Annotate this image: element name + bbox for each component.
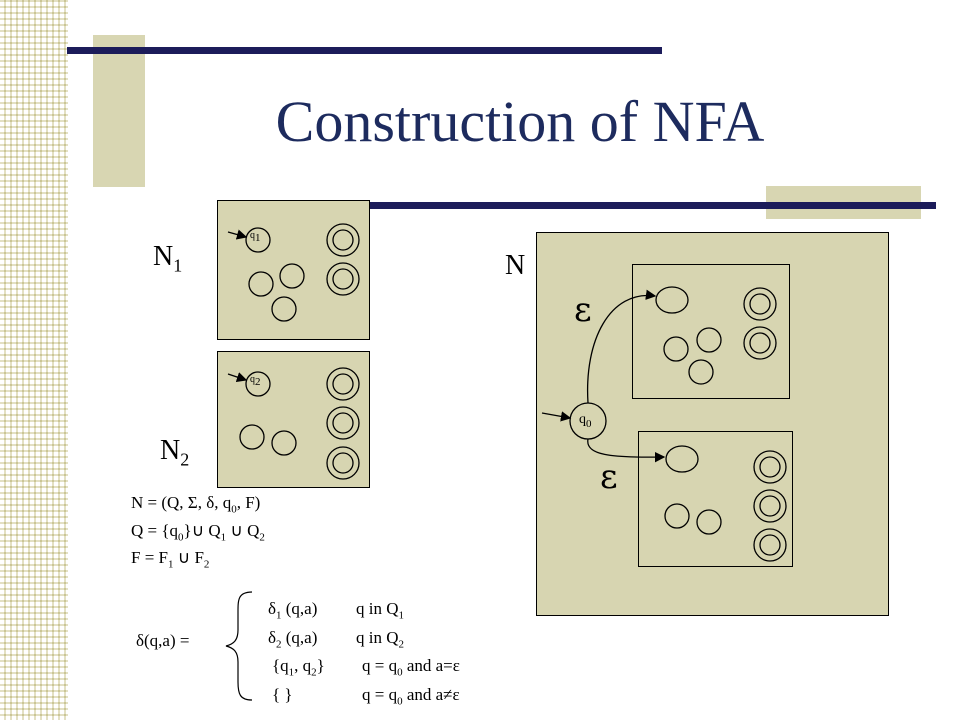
q0-state-label: q0 [579,412,592,430]
n-bottom-accept-state [753,450,787,484]
n-bottom-accept-state [753,528,787,562]
n1-start-state [245,227,271,253]
n2-state [239,424,265,450]
n1-state [271,296,297,322]
n-inner-top-box [632,264,790,399]
striped-left-border [0,0,68,720]
n-top-accept-state [743,287,777,321]
case-1-expr: δ1 (q,a) [268,599,318,622]
n-label: N [505,250,526,281]
case-1-cond: q in Q1 [356,599,404,622]
slide-title: Construction of NFA [275,89,765,154]
definition-final: F = F1 ∪ F2 [131,548,210,571]
epsilon-label-top: ε [574,290,592,330]
definition-states: Q = {q0}∪ Q1 ∪ Q2 [131,521,265,544]
epsilon-transition-bottom [587,438,666,463]
n-top-start-state [655,286,689,314]
case-3-cond: q = q0 and a=ε [362,656,460,679]
n2-start-state [245,371,271,397]
n2-label: N2 [160,435,190,470]
n-top-accept-state [743,326,777,360]
n2-accept-state [326,367,360,401]
accent-bar-right [366,202,936,209]
n2-accept-state [326,406,360,440]
n-bottom-accept-state [753,489,787,523]
n1-state [248,271,274,297]
accent-bar-top [67,47,662,54]
case-3-expr: {q1, q2} [272,656,325,679]
n1-accept-state [326,223,360,257]
n-bottom-start-state [665,445,699,473]
n-top-state [696,327,722,353]
definition-tuple: N = (Q, Σ, δ, q0, F) [131,493,261,516]
epsilon-label-bottom: ε [600,457,618,497]
n2-state [271,430,297,456]
q2-state-label: q2 [250,374,261,388]
epsilon-transition-top [586,289,657,404]
n-top-state [663,336,689,362]
n-bottom-state [696,509,722,535]
case-2-expr: δ2 (q,a) [268,628,318,651]
decor-block-left [93,35,145,187]
n1-accept-state [326,262,360,296]
transition-lhs: δ(q,a) = [136,631,190,650]
n1-label: N1 [153,241,183,276]
n-bottom-state [664,503,690,529]
n2-accept-state [326,446,360,480]
case-brace [225,591,253,701]
case-4-expr: { } [272,685,293,704]
n-top-state [688,359,714,385]
q1-state-label: q1 [250,230,261,244]
case-4-cond: q = q0 and a≠ε [362,685,460,708]
case-2-cond: q in Q2 [356,628,404,651]
n1-state [279,263,305,289]
